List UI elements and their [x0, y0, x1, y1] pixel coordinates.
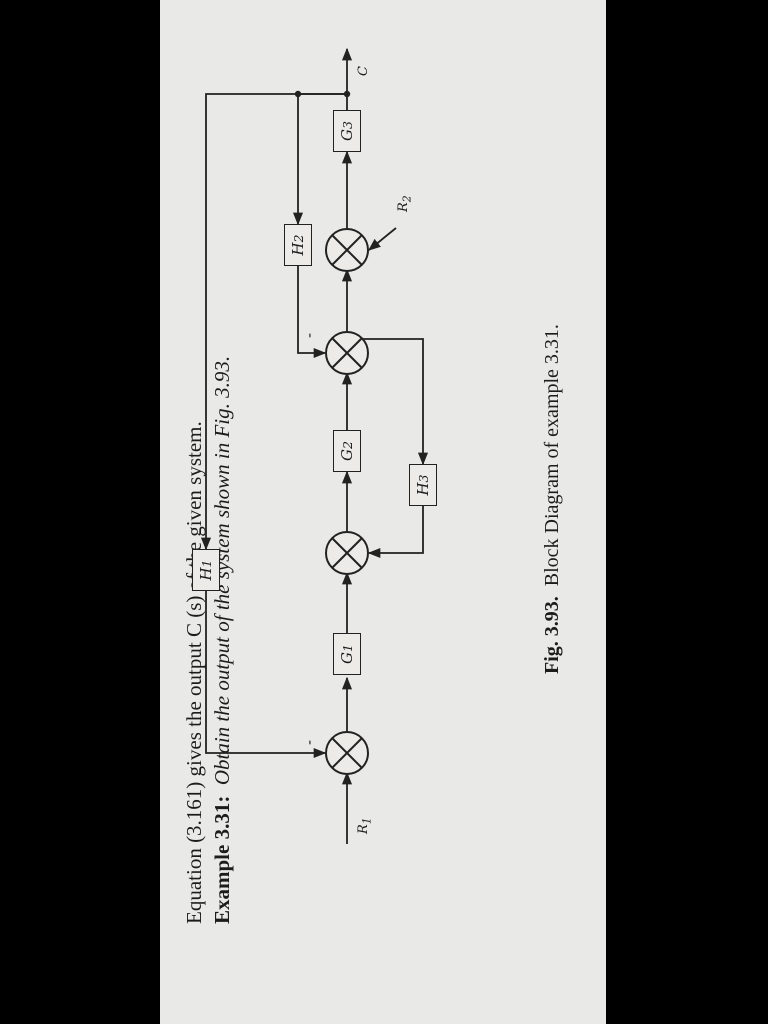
figure-label: Fig. 3.93.	[541, 596, 563, 674]
takeoff-point	[294, 90, 302, 98]
figure-caption-text: Block Diagram of example 3.31.	[541, 324, 563, 587]
minus-sign-1: -	[300, 739, 318, 745]
signal-r1: R1	[356, 817, 374, 834]
h3-path	[347, 338, 429, 466]
book-page: Equation (3.161) gives the output C (s) …	[160, 0, 606, 1024]
h2-return	[297, 266, 327, 359]
summing-junction-4	[325, 228, 369, 272]
r2-arrow	[368, 227, 397, 251]
signal-r2: R2	[396, 195, 414, 212]
h3-return	[367, 506, 424, 559]
summing-junction-2	[325, 531, 369, 575]
minus-sign-2: -	[300, 332, 318, 338]
h1-path	[200, 93, 347, 551]
takeoff-point	[343, 90, 351, 98]
figure-caption: Fig. 3.93. Block Diagram of example 3.31…	[541, 324, 564, 674]
h1-return	[205, 591, 327, 759]
block-diagram	[200, 47, 429, 844]
summing-junction-1	[325, 731, 369, 775]
signal-c: C	[356, 66, 371, 76]
rotated-content: Equation (3.161) gives the output C (s) …	[160, 0, 606, 1024]
summing-junction-3	[325, 331, 369, 375]
